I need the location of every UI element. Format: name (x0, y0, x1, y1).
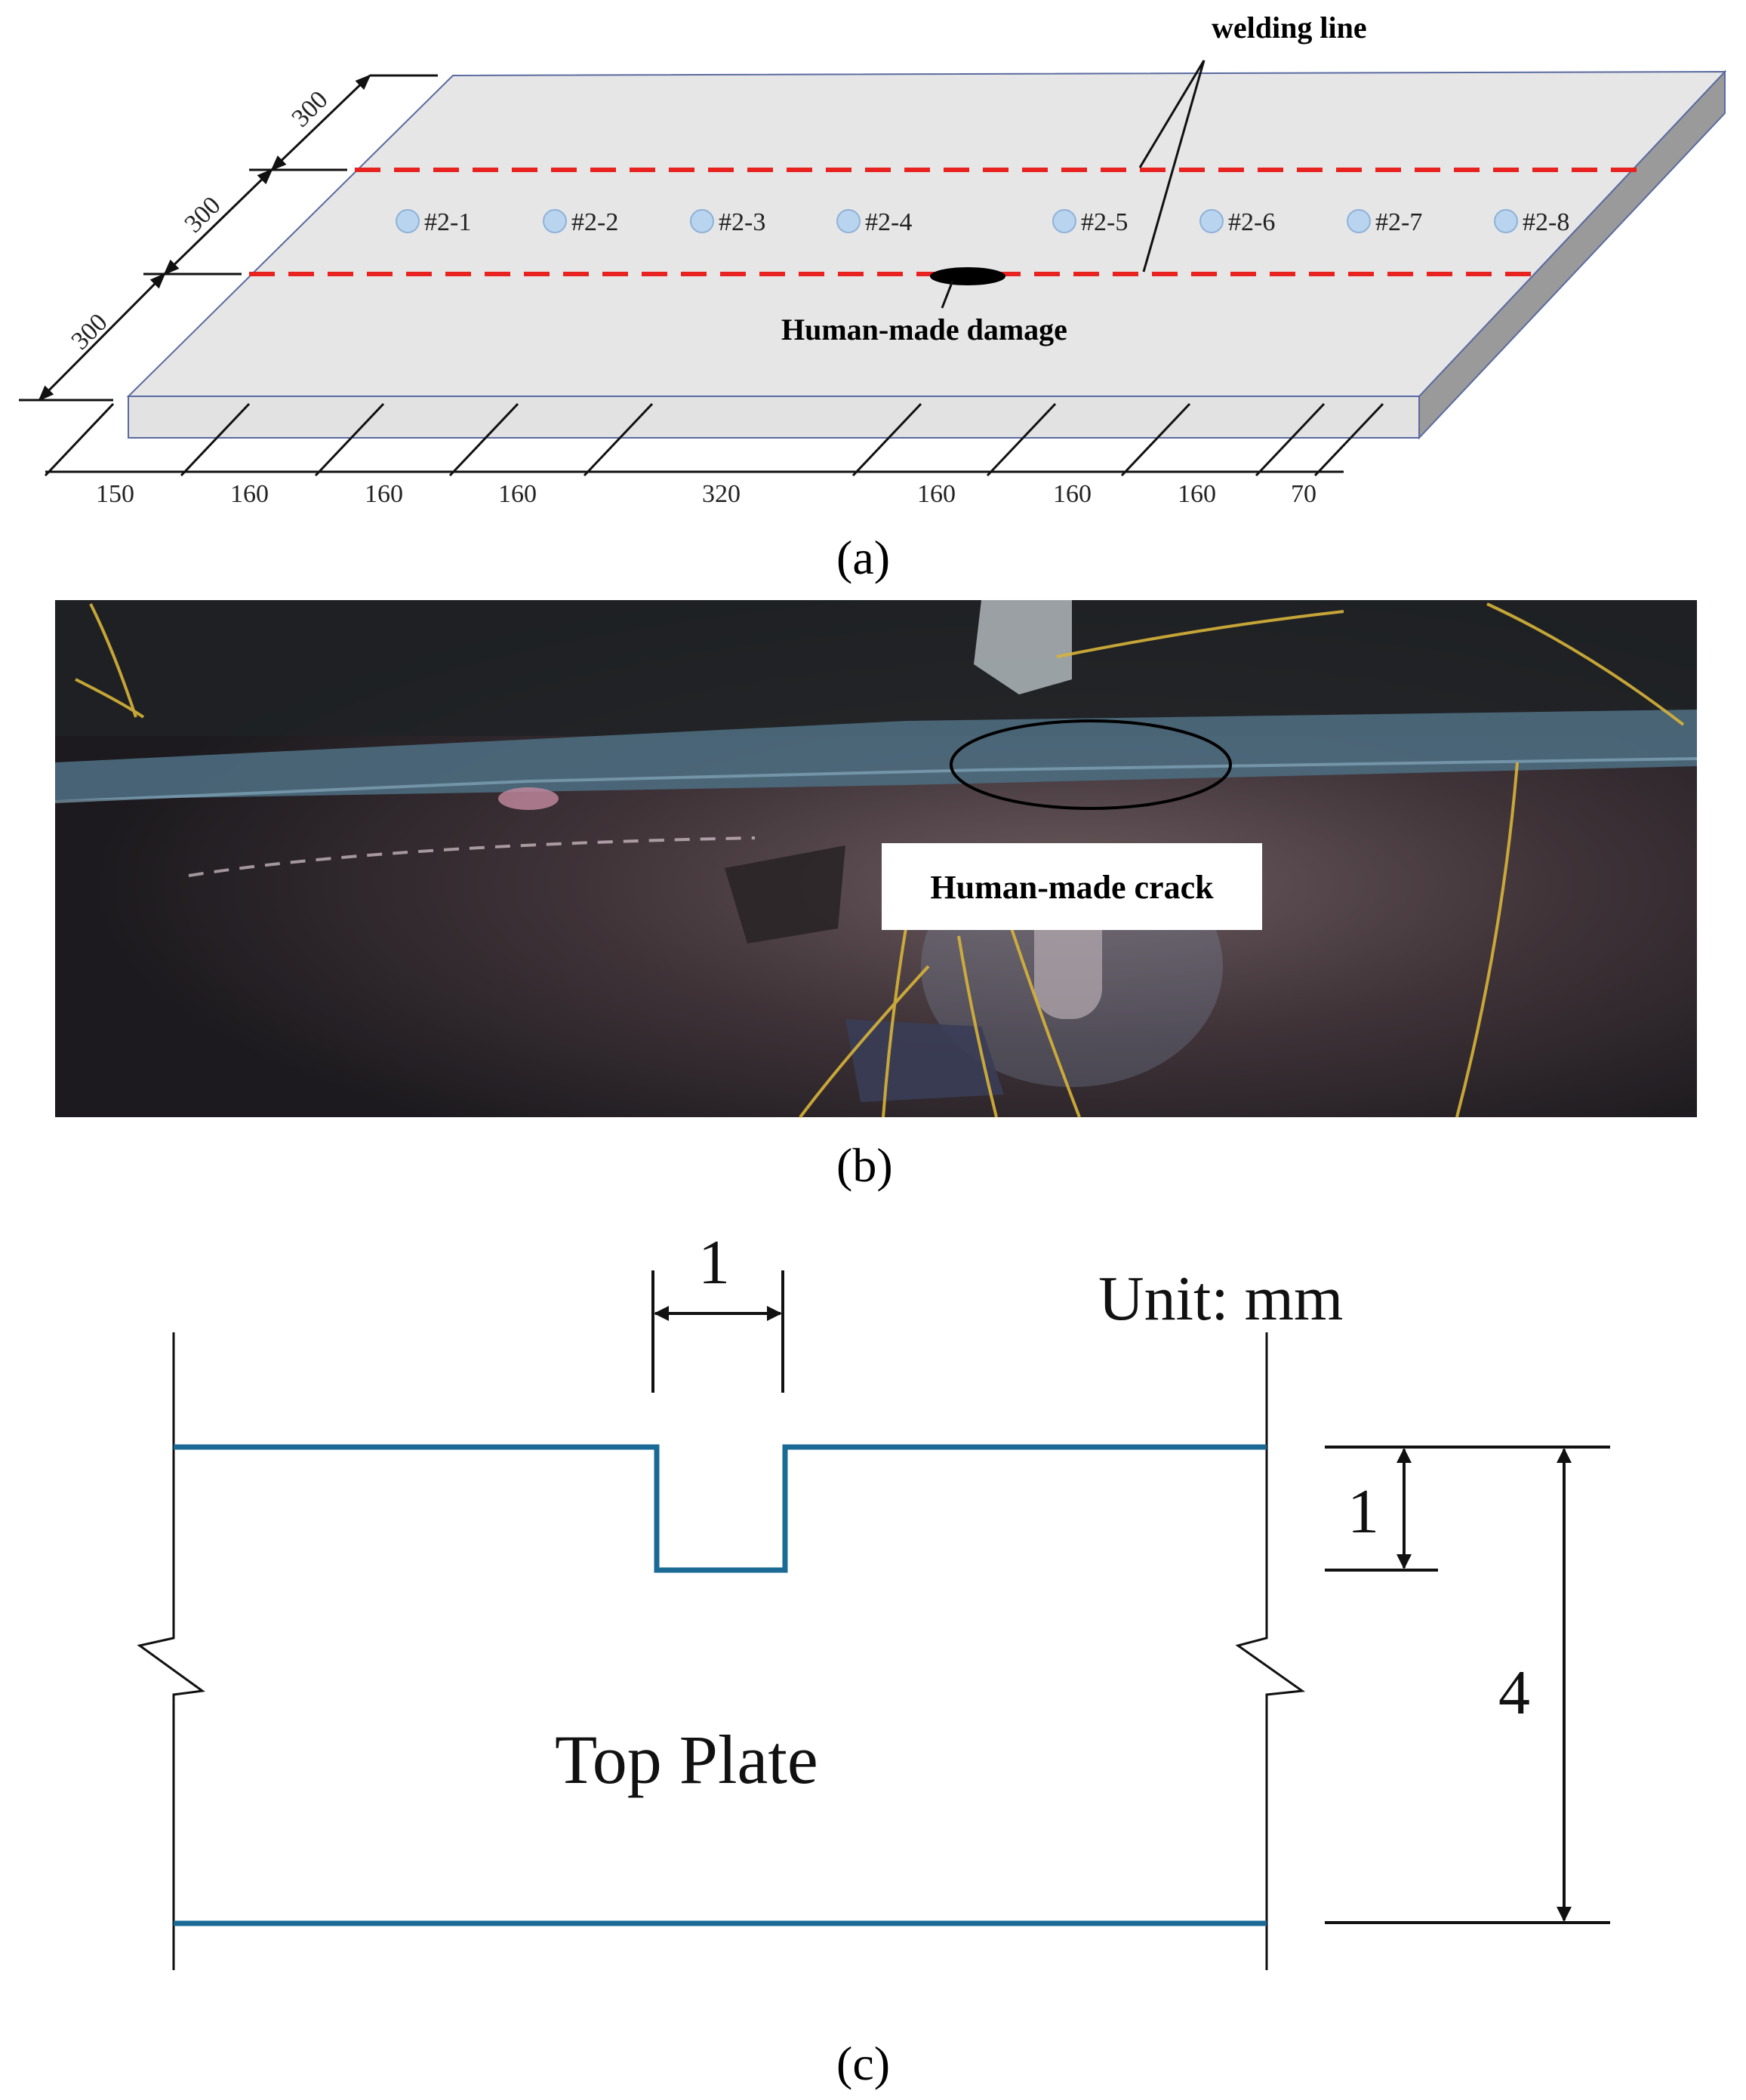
length-dim-3: 160 (365, 480, 403, 508)
length-dim-2: 160 (230, 480, 269, 508)
length-dim-8: 160 (1178, 480, 1216, 508)
sensor-group: #2-1 #2-2 #2-3 #2-4 #2-5 #2-6 #2-7 #2-8 (396, 208, 1569, 236)
sensor-dot-5 (1052, 209, 1076, 233)
length-dim-7: 160 (1053, 480, 1092, 508)
plate-front-face (128, 396, 1420, 439)
caption-a: (a) (836, 531, 890, 584)
notch-width-value: 1 (698, 1227, 730, 1298)
welding-line-label: welding line (1212, 11, 1367, 45)
length-dim-1: 150 (96, 480, 134, 508)
sensor-label-6: #2-6 (1228, 208, 1275, 236)
length-dim-6: 160 (917, 480, 956, 508)
sensor-dot-2 (543, 209, 567, 233)
width-dim-2: 300 (179, 191, 226, 238)
width-dimension (19, 74, 438, 402)
sensor-dot-7 (1347, 209, 1371, 233)
sensor-label-1: #2-1 (424, 208, 471, 236)
caption-c: (c) (836, 2037, 890, 2090)
damage-label: Human-made damage (781, 313, 1067, 346)
caption-b: (b) (836, 1138, 893, 1192)
sensor-label-3: #2-3 (719, 208, 765, 236)
damage-mark (930, 267, 1005, 285)
thickness-value: 4 (1498, 1658, 1530, 1728)
sensor-dot-4 (836, 209, 861, 233)
crack-highlight-ellipse (950, 719, 1232, 810)
damage-leader (941, 280, 954, 309)
width-dim-3: 300 (66, 308, 112, 355)
length-dim-9: 70 (1291, 480, 1316, 508)
unit-label: Unit: mm (1098, 1264, 1343, 1334)
length-dim-5: 320 (702, 480, 741, 508)
panel-a-plate-diagram: welding line #2-1 #2-2 #2-3 #2-4 #2-5 #2… (19, 11, 1727, 584)
length-dimension (44, 402, 1384, 477)
sensor-label-4: #2-4 (865, 208, 912, 236)
welding-leader-1 (1138, 60, 1206, 168)
plate-top-face (126, 70, 1727, 397)
sensor-dot-3 (690, 209, 714, 233)
length-dim-4: 160 (498, 480, 537, 508)
depth-dimension (1325, 1446, 1610, 1924)
sensor-dot-8 (1494, 209, 1518, 233)
sensor-dot-6 (1199, 209, 1224, 233)
left-break-line (137, 1332, 205, 1970)
notch-width-dimension (651, 1270, 784, 1393)
width-dim-1: 300 (286, 85, 333, 132)
sensor-label-8: #2-8 (1523, 208, 1569, 236)
plate-label: Top Plate (555, 1721, 818, 1798)
plate-top-surface (174, 1444, 1267, 1573)
weld-seam (55, 710, 1697, 800)
sensor-label-5: #2-5 (1081, 208, 1128, 236)
sensor-label-7: #2-7 (1375, 208, 1422, 236)
panel-c-notch-section: 1 Unit: mm 1 4 Top Plate (c) (137, 1227, 1610, 2090)
sensor-label-2: #2-2 (571, 208, 618, 236)
panel-b-photo: Human-made crack (b) (54, 600, 1698, 1192)
crack-label: Human-made crack (930, 869, 1214, 906)
notch-depth-value: 1 (1347, 1476, 1379, 1547)
welding-leader-2 (1142, 60, 1206, 273)
sensor-dot-1 (396, 209, 420, 233)
sensor-wires (75, 602, 1685, 1119)
right-break-line (1235, 1332, 1306, 1970)
crack-label-box (882, 843, 1262, 930)
